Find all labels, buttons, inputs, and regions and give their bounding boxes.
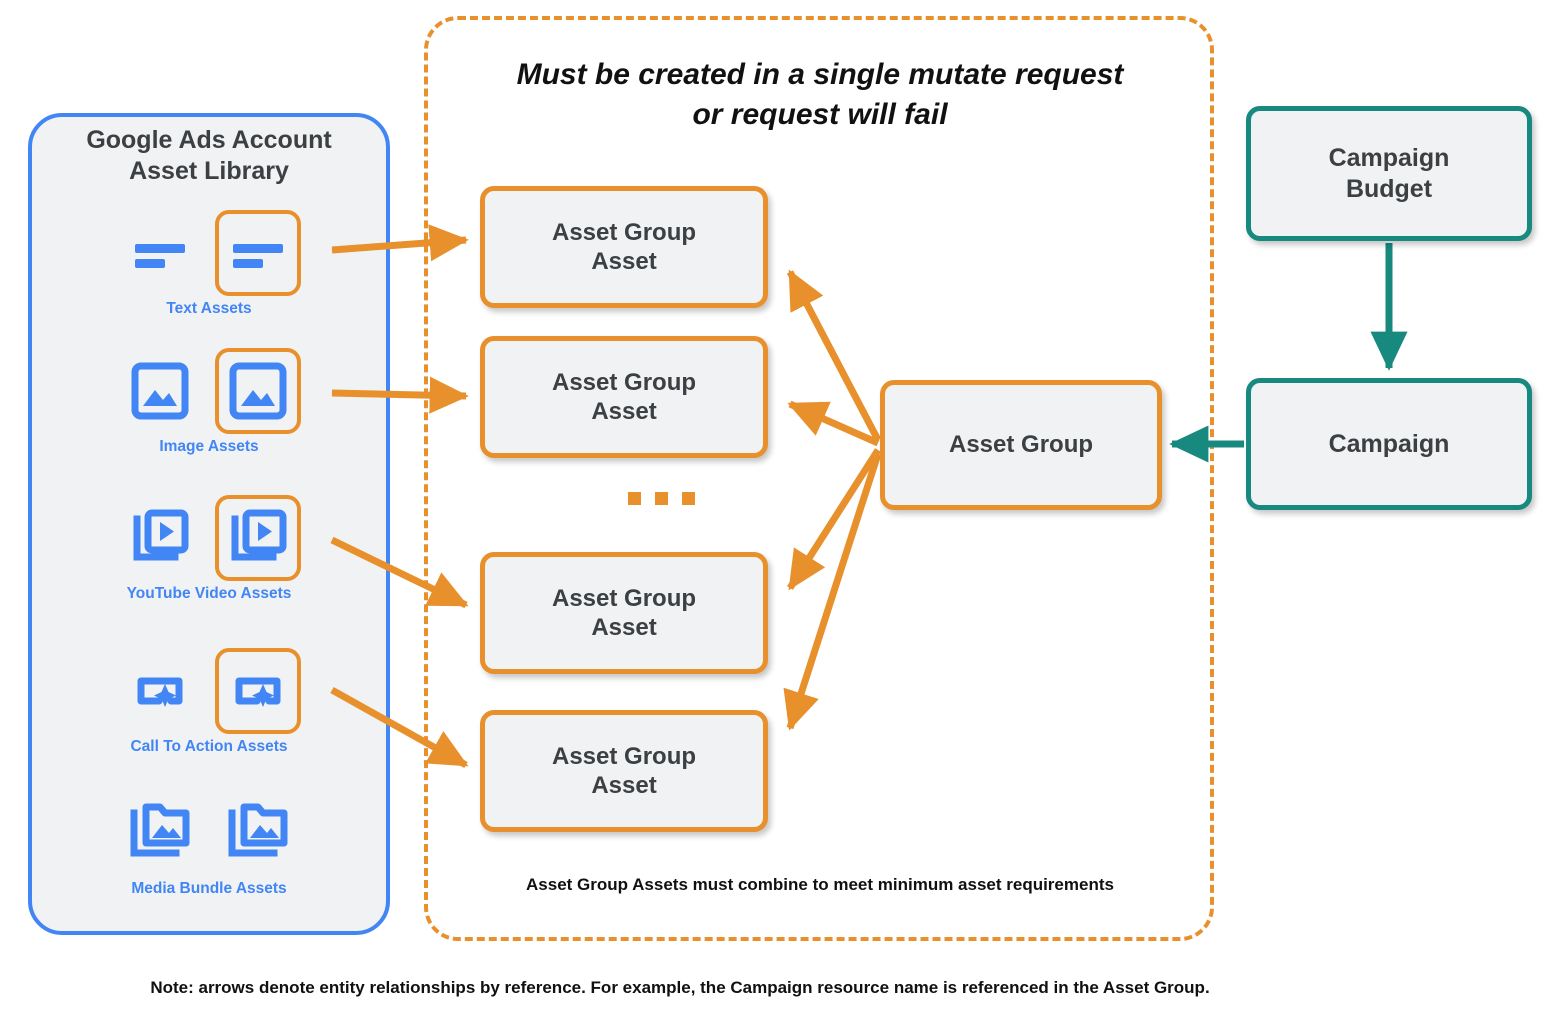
diagram-note: Note: arrows denote entity relationships… (150, 978, 1210, 997)
asset-row-video[interactable]: YouTube Video Assets (28, 495, 390, 603)
asset-group-asset-node-1[interactable]: Asset Group Asset (480, 186, 768, 308)
asset-row-image[interactable]: Image Assets (28, 348, 390, 456)
asset-row-cta[interactable]: Call To Action Assets (28, 648, 390, 756)
video-stack-icon (117, 495, 203, 581)
ellipsis-dot-1 (628, 492, 641, 505)
campaign-node[interactable]: Campaign (1246, 378, 1532, 510)
campaign-budget-node[interactable]: Campaign Budget (1246, 106, 1532, 241)
aga-4-line2: Asset (591, 772, 657, 799)
mutate-heading-line2: or request will fail (692, 97, 948, 131)
aga-3-line1: Asset Group (551, 584, 697, 612)
mutate-request-heading: Must be created in a single mutate reque… (440, 55, 1200, 134)
asset-group-asset-node-2[interactable]: Asset Group Asset (480, 336, 768, 458)
video-stack-icon-highlighted[interactable] (215, 495, 301, 581)
asset-label-cta: Call To Action Assets (130, 738, 288, 755)
ellipsis-indicator (628, 492, 695, 505)
asset-label-image: Image Assets (159, 438, 259, 455)
asset-library-title: Google Ads Account Asset Library (28, 125, 390, 187)
ellipsis-dot-2 (655, 492, 668, 505)
asset-library-title-line1: Google Ads Account (86, 126, 332, 154)
aga-4-line1: Asset Group (551, 742, 697, 770)
image-icon-highlighted[interactable] (215, 348, 301, 434)
campaign-budget-line1: Campaign (1328, 144, 1450, 172)
asset-library-title-line2: Asset Library (129, 157, 289, 185)
mutate-request-container (424, 16, 1214, 941)
campaign-label: Campaign (1328, 429, 1450, 458)
mutate-heading-line1: Must be created in a single mutate reque… (516, 58, 1124, 91)
asset-group-node[interactable]: Asset Group (880, 380, 1162, 510)
cta-asset-icons (28, 648, 390, 734)
media-bundle-icons (28, 790, 390, 876)
call-to-action-icon (117, 648, 203, 734)
asset-group-asset-node-3[interactable]: Asset Group Asset (480, 552, 768, 674)
video-asset-icons (28, 495, 390, 581)
image-icon (117, 348, 203, 434)
asset-group-asset-node-4[interactable]: Asset Group Asset (480, 710, 768, 832)
asset-row-media-bundle[interactable]: Media Bundle Assets (28, 790, 390, 898)
asset-label-media-bundle: Media Bundle Assets (131, 880, 287, 897)
asset-label-text: Text Assets (166, 300, 252, 317)
asset-library-panel (28, 113, 390, 935)
ellipsis-dot-3 (682, 492, 695, 505)
asset-group-label: Asset Group (948, 431, 1094, 459)
campaign-budget-line2: Budget (1345, 174, 1433, 203)
aga-3-line2: Asset (591, 614, 657, 641)
text-lines-icon-highlighted[interactable] (215, 210, 301, 296)
asset-row-text[interactable]: Text Assets (28, 210, 390, 318)
aga-2-line1: Asset Group (551, 368, 697, 396)
aga-1-line2: Asset (591, 248, 657, 275)
aga-1-line1: Asset Group (551, 218, 697, 246)
call-to-action-icon-highlighted[interactable] (215, 648, 301, 734)
media-bundle-folder-icon-2 (215, 790, 301, 876)
asset-label-video: YouTube Video Assets (126, 585, 292, 602)
text-asset-icons (28, 210, 390, 296)
media-bundle-folder-icon (117, 790, 203, 876)
text-lines-icon (117, 210, 203, 296)
mutate-footer-note: Asset Group Assets must combine to meet … (526, 875, 1114, 894)
aga-2-line2: Asset (591, 398, 657, 425)
image-asset-icons (28, 348, 390, 434)
